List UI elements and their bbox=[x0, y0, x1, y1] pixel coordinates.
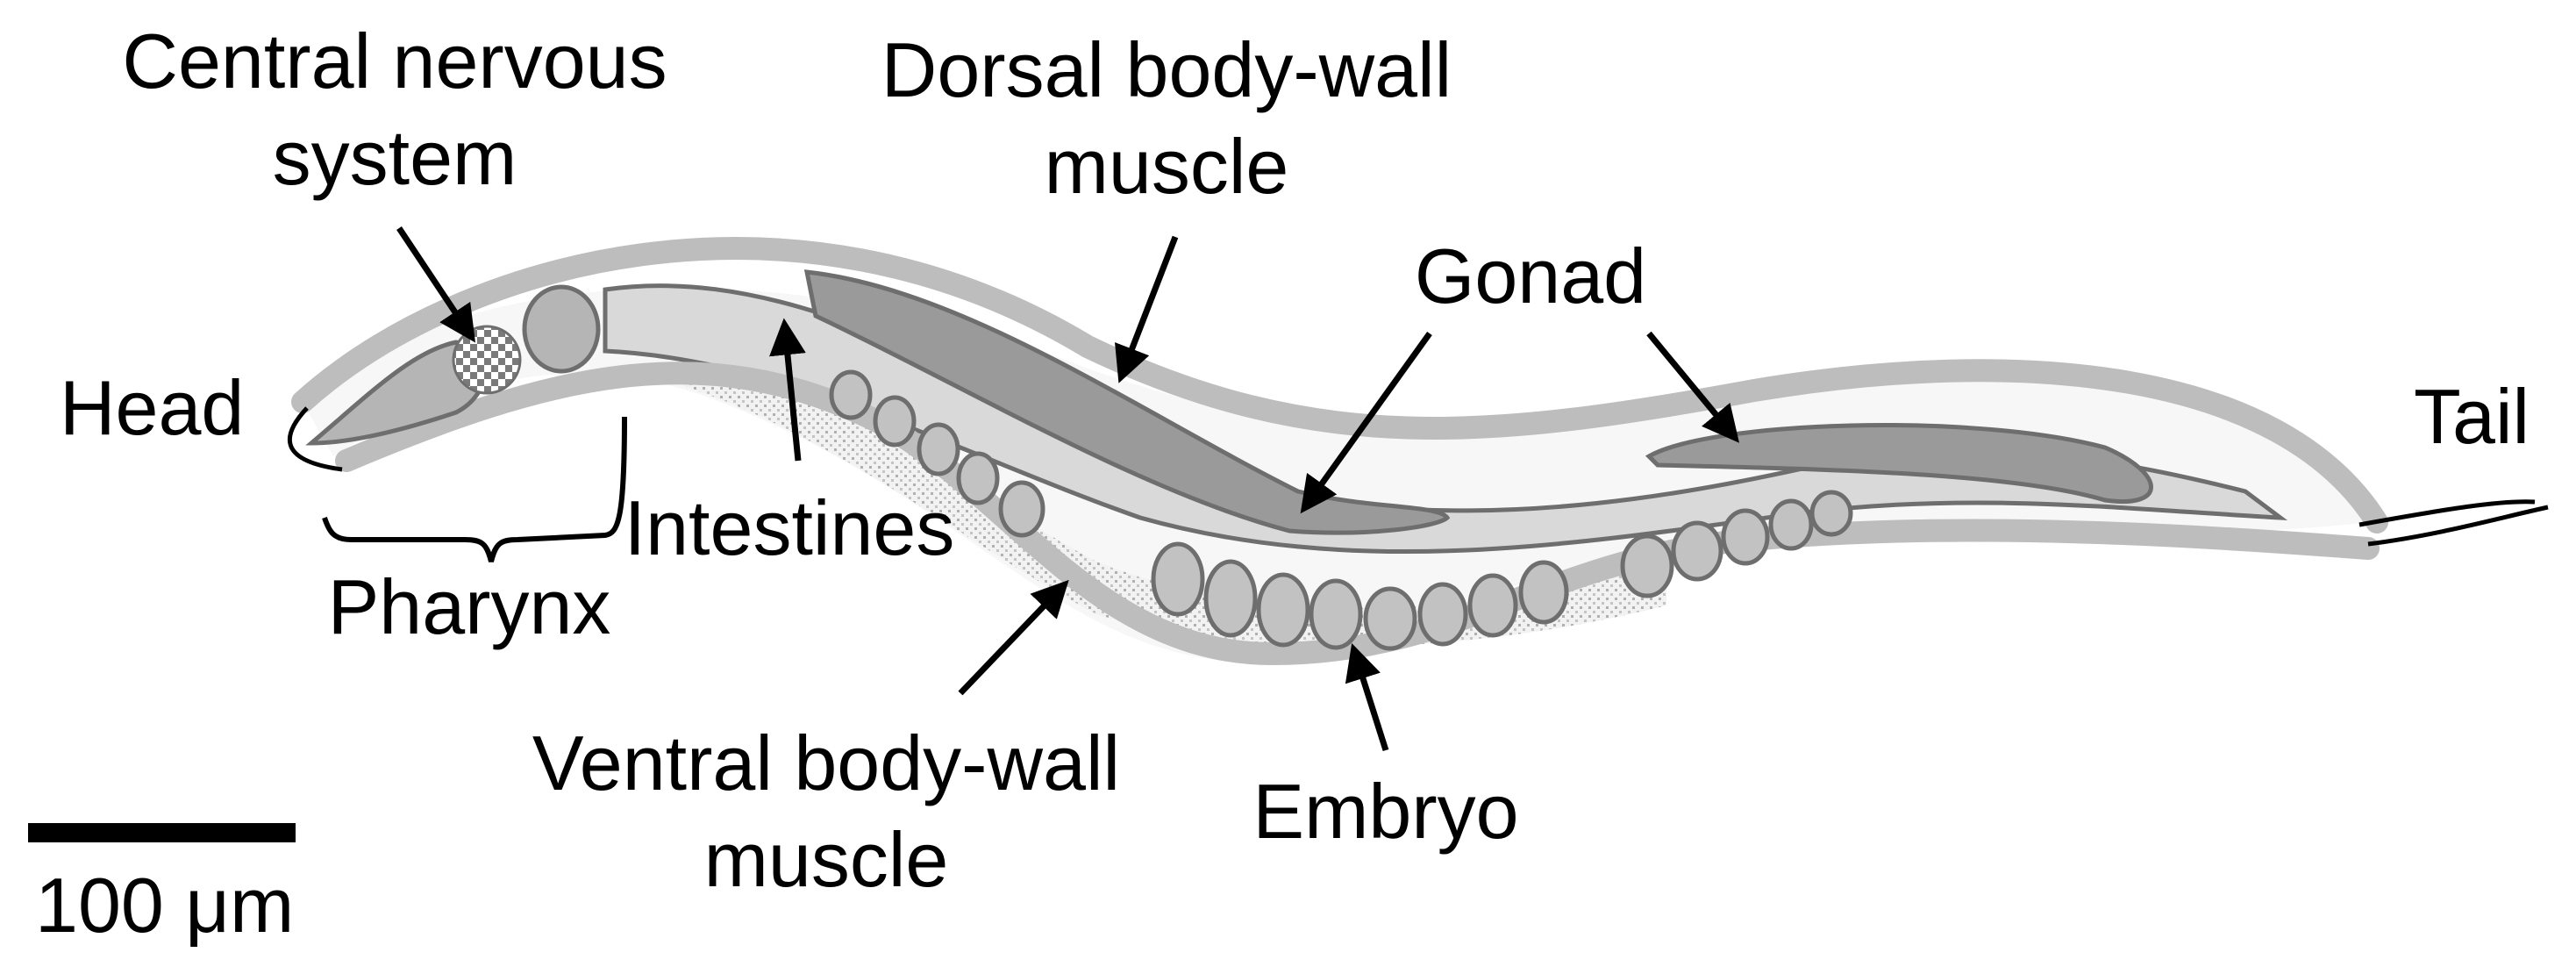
embryo bbox=[1768, 498, 1814, 551]
tail-tip bbox=[2358, 499, 2549, 547]
embryo bbox=[998, 480, 1045, 538]
cns-arrow bbox=[396, 226, 475, 343]
embryos bbox=[829, 369, 1853, 651]
gonad-posterior bbox=[1645, 423, 2153, 504]
embryo bbox=[873, 395, 917, 448]
gonad-arrow-1 bbox=[1300, 331, 1432, 514]
embryo bbox=[1721, 508, 1770, 566]
label-intestines: Intestines bbox=[624, 484, 955, 571]
label-dorsal-line2: muscle bbox=[1045, 123, 1289, 210]
embryo bbox=[1518, 560, 1569, 625]
label-ventral-line2: muscle bbox=[704, 816, 949, 903]
embryo bbox=[1809, 490, 1853, 537]
gonad bbox=[803, 269, 1451, 535]
nerve-ring bbox=[452, 325, 522, 395]
label-gonad: Gonad bbox=[1415, 233, 1646, 319]
dorsal-arrow bbox=[1115, 235, 1179, 383]
label-tail: Tail bbox=[2414, 373, 2530, 460]
ventral-arrow bbox=[958, 579, 1069, 696]
embryo bbox=[1671, 520, 1723, 582]
embryo bbox=[1467, 573, 1518, 638]
embryo bbox=[1417, 582, 1468, 647]
embryo bbox=[956, 451, 1000, 505]
label-cns-line1: Central nervous bbox=[122, 18, 667, 104]
label-ventral-line1: Ventral body-wall bbox=[532, 720, 1120, 806]
embryo bbox=[1620, 534, 1674, 598]
label-cns-line2: system bbox=[273, 114, 517, 201]
intestines-arrow bbox=[769, 318, 806, 462]
pseudocoelom bbox=[684, 347, 1666, 648]
pharynx-bulb bbox=[522, 284, 601, 374]
ventral-body-wall bbox=[335, 362, 2380, 666]
scale-bar-label: 100 μm bbox=[35, 862, 294, 949]
label-head: Head bbox=[60, 364, 244, 451]
embryo bbox=[1151, 541, 1205, 617]
pharynx-brace bbox=[322, 416, 627, 562]
embryo bbox=[829, 369, 873, 420]
head-outline bbox=[287, 406, 343, 472]
gonad-arrow-2 bbox=[1646, 331, 1740, 443]
embryo bbox=[1309, 578, 1363, 650]
label-dorsal-line1: Dorsal body-wall bbox=[881, 26, 1452, 113]
label-embryo: Embryo bbox=[1252, 768, 1518, 855]
embryo bbox=[917, 422, 960, 476]
label-pharynx: Pharynx bbox=[328, 563, 611, 650]
embryo bbox=[1256, 572, 1310, 648]
scale-bar bbox=[28, 823, 296, 842]
embryo bbox=[1203, 559, 1258, 638]
embryo-arrow bbox=[1345, 642, 1389, 752]
embryo bbox=[1363, 586, 1417, 651]
